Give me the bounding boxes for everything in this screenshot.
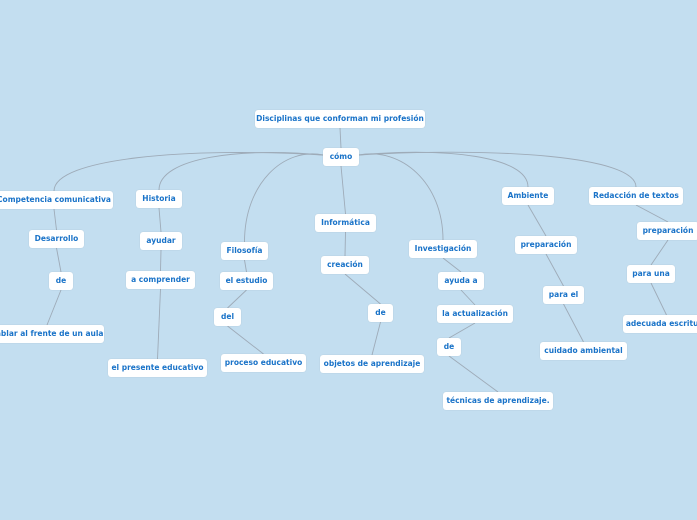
connector-line: [650, 282, 667, 316]
connector-line: [157, 288, 161, 360]
central-topic[interactable]: Disciplinas que conforman mi profesión: [255, 110, 425, 128]
map-node[interactable]: preparación: [637, 222, 697, 240]
map-node[interactable]: cuidado ambiental: [540, 342, 627, 360]
connector-line: [371, 321, 381, 356]
map-node[interactable]: Competencia comunicativa: [0, 191, 113, 209]
connector-line: [358, 151, 637, 188]
map-node[interactable]: Filosofía: [221, 242, 268, 260]
connector-line: [344, 231, 346, 257]
connector-line: [53, 152, 324, 192]
map-node[interactable]: a comprender: [126, 271, 195, 289]
connector-line: [563, 303, 584, 343]
map-node[interactable]: de: [49, 272, 73, 290]
connector-line: [46, 289, 62, 326]
map-node[interactable]: objetos de aprendizaje: [320, 355, 424, 373]
connector-line: [635, 204, 669, 223]
connector-line: [460, 289, 476, 306]
connector-line: [448, 322, 476, 339]
map-node[interactable]: Ambiente: [502, 187, 554, 205]
map-node[interactable]: Redacción de textos: [589, 187, 683, 205]
map-node[interactable]: proceso educativo: [221, 354, 306, 372]
connector-line: [442, 257, 462, 273]
map-node[interactable]: la actualización: [437, 305, 513, 323]
map-node[interactable]: el presente educativo: [108, 359, 207, 377]
connector-line: [448, 355, 499, 393]
map-node[interactable]: Desarrollo: [29, 230, 84, 248]
map-node[interactable]: de: [368, 304, 393, 322]
map-node[interactable]: ayudar: [140, 232, 182, 250]
connector-line: [340, 165, 346, 215]
map-node[interactable]: para el: [543, 286, 584, 304]
connector-line: [344, 273, 381, 305]
map-node[interactable]: el estudio: [220, 272, 273, 290]
connector-line: [227, 289, 247, 309]
map-node[interactable]: adecuada escritura: [623, 315, 697, 333]
connector-line: [227, 325, 264, 355]
connector-line: [158, 151, 324, 191]
map-node[interactable]: Historia: [136, 190, 182, 208]
connector-line: [56, 247, 62, 273]
connector-line: [158, 207, 162, 233]
connector-line: [244, 153, 324, 243]
map-node[interactable]: preparación: [515, 236, 577, 254]
map-node[interactable]: Informática: [315, 214, 376, 232]
connector-line: [545, 253, 564, 287]
connector-line: [650, 239, 669, 266]
map-node[interactable]: cómo: [323, 148, 359, 166]
map-node[interactable]: para una: [627, 265, 675, 283]
map-node[interactable]: de: [437, 338, 461, 356]
map-node[interactable]: Investigación: [409, 240, 477, 258]
connector-line: [339, 127, 342, 149]
map-node[interactable]: ayuda a: [438, 272, 484, 290]
connector-line: [358, 151, 529, 188]
map-node[interactable]: hablar al frente de un aula: [0, 325, 104, 343]
connector-line: [244, 259, 247, 273]
connector-line: [527, 204, 547, 237]
map-node[interactable]: técnicas de aprendizaje.: [443, 392, 553, 410]
connector-line: [53, 208, 57, 231]
map-node[interactable]: creación: [321, 256, 369, 274]
map-node[interactable]: del: [214, 308, 241, 326]
connector-line: [160, 249, 162, 272]
